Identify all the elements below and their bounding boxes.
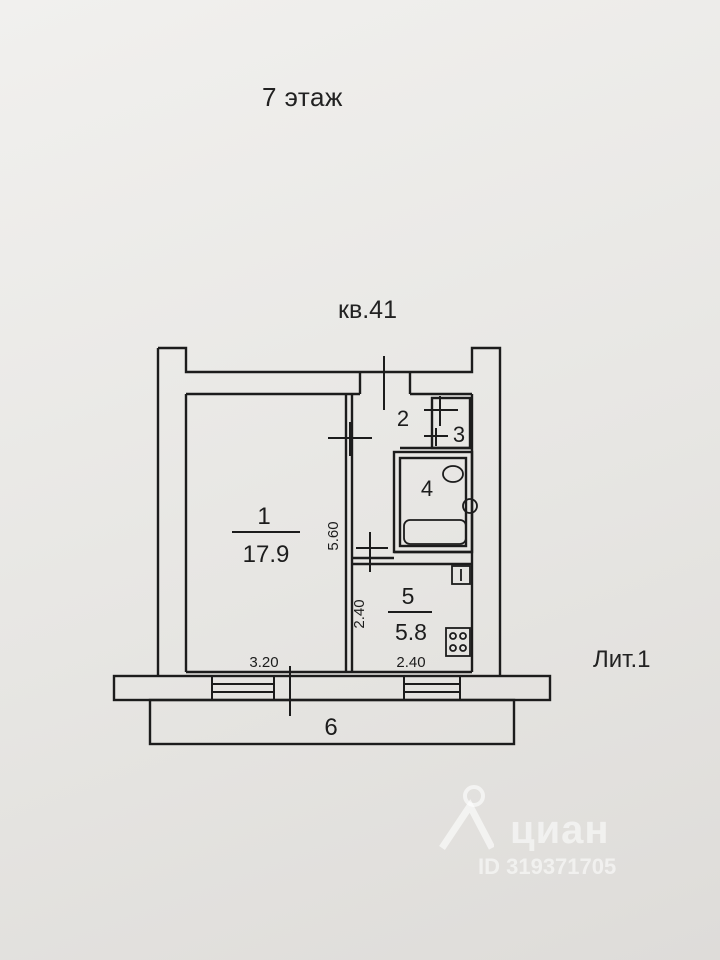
room-2-number: 2 (397, 406, 409, 431)
walls (112, 346, 552, 746)
room-1-width-dimension: 3.20 (249, 654, 278, 671)
room-labels: 1 17.9 2 3 4 5 5.8 5.60 2.40 3.20 2.40 6 (232, 406, 465, 741)
washbasin-icon (462, 498, 478, 514)
location-pin-icon (439, 785, 494, 850)
balcony-number: 6 (324, 714, 337, 741)
room-4-number: 4 (421, 476, 433, 501)
stove-icon (445, 627, 471, 657)
windows (211, 675, 461, 701)
watermark-id: ID 319371705 (478, 854, 617, 879)
sink-icon (442, 465, 464, 483)
floor-label: 7 этаж (262, 82, 343, 112)
bathtub-icon (403, 519, 467, 545)
door-markers (289, 356, 458, 716)
room-3-number: 3 (453, 422, 465, 447)
kitchen-width-dimension: 2.40 (396, 654, 425, 671)
apartment-label: кв.41 (338, 296, 397, 324)
building-label: Лит.1 (593, 646, 651, 673)
room-5-area: 5.8 (395, 619, 427, 645)
fixtures (403, 465, 478, 657)
kitchen-sink-icon (451, 565, 471, 585)
room-1-area: 17.9 (243, 541, 290, 568)
room-5-number: 5 (402, 583, 415, 609)
watermark-brand: циан (510, 808, 610, 852)
kitchen-length-dimension: 2.40 (351, 599, 368, 628)
room-1-length-dimension: 5.60 (325, 521, 342, 550)
room-1-number: 1 (257, 503, 270, 530)
